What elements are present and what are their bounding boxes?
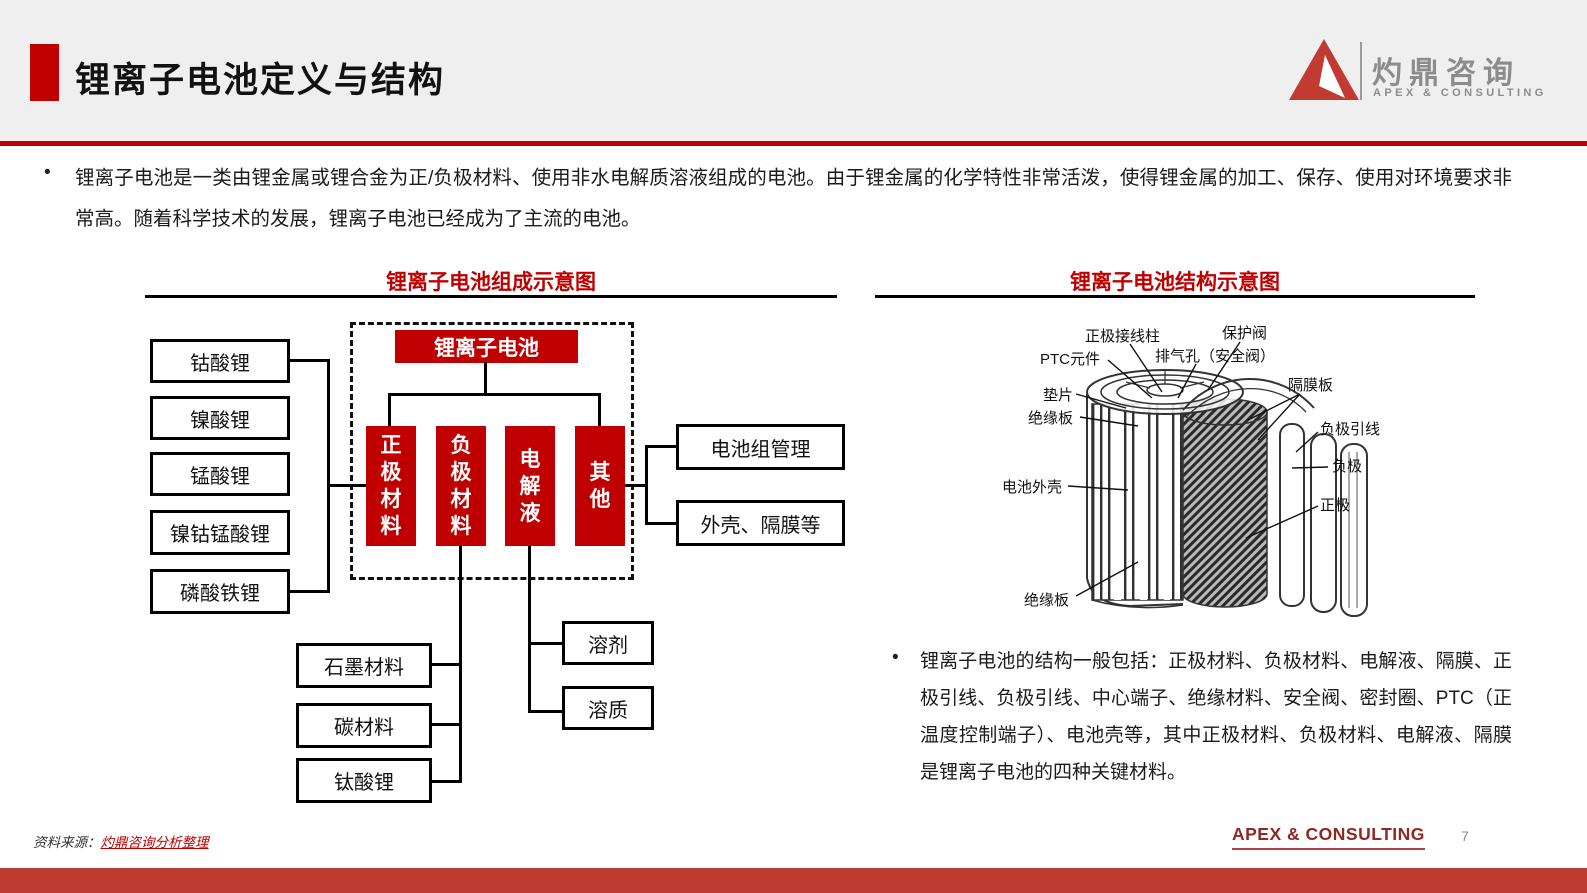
other-component-box: 电池组管理: [676, 424, 845, 470]
cathode-material-box: 镍钴锰酸锂: [150, 510, 290, 555]
connector: [645, 522, 676, 525]
cathode-material-box: 锰酸锂: [150, 452, 290, 496]
source-label: 资料来源：: [33, 835, 101, 850]
company-logo: [1284, 36, 1564, 106]
connector: [432, 780, 461, 783]
label-gasket: 垫片: [1043, 387, 1074, 404]
title-accent-block: [30, 44, 59, 101]
connector: [625, 484, 648, 487]
structure-diagram-title: 锂离子电池结构示意图: [1070, 271, 1280, 294]
connector: [528, 642, 564, 645]
label-ptc: PTC元件: [1040, 351, 1101, 368]
root-node: 锂离子电池: [395, 330, 578, 363]
connector: [327, 484, 366, 487]
intro-paragraph: 锂离子电池是一类由锂金属或锂合金为正/负极材料、使用非水电解质溶液组成的电池。由…: [75, 167, 1512, 230]
cathode-material-box: 钴酸锂: [150, 339, 290, 383]
pillar-electrolyte: 电解液: [505, 426, 555, 546]
composition-diagram-underline: [145, 295, 837, 298]
connector: [645, 445, 648, 525]
connector: [645, 445, 676, 448]
logo-subtext: APEX & CONSULTING: [1373, 87, 1547, 99]
electrolyte-component-box: 溶剂: [562, 621, 654, 665]
pillar-label: 正极材料: [380, 434, 402, 538]
connector: [290, 590, 330, 593]
structure-bullet-marker: •: [892, 647, 899, 668]
source-line: 资料来源：灼鼎咨询分析整理: [33, 831, 209, 851]
label-vent: 排气孔（安全阀）: [1155, 348, 1276, 365]
page-title: 锂离子电池定义与结构: [75, 61, 446, 100]
header-accent-line: [0, 141, 1587, 146]
label-battery-case: 电池外壳: [1002, 479, 1063, 496]
pillar-label: 其他: [589, 461, 611, 511]
bottom-accent-bar: [0, 868, 1587, 893]
connector: [388, 393, 391, 426]
intro-bullet-marker: •: [44, 162, 51, 183]
anode-material-box: 钛酸锂: [296, 758, 432, 803]
electrolyte-component-box: 溶质: [562, 686, 654, 730]
composition-dashed-boundary: [350, 322, 634, 580]
logo-text: 灼鼎咨询: [1372, 57, 1520, 90]
pillar-label: 电解液: [519, 447, 541, 525]
pillar-cathode-material: 正极材料: [366, 426, 416, 546]
connector: [528, 710, 564, 713]
connector: [528, 546, 531, 713]
source-link[interactable]: 灼鼎咨询分析整理: [100, 835, 209, 850]
label-positive-terminal: 正极接线柱: [1085, 328, 1161, 345]
connector: [484, 362, 487, 396]
pillar-other: 其他: [575, 426, 625, 546]
other-component-box: 外壳、隔膜等: [676, 500, 845, 546]
anode-material-box: 碳材料: [296, 703, 432, 748]
battery-cutaway-illustration: [1067, 341, 1368, 617]
anode-material-box: 石墨材料: [296, 643, 432, 688]
label-separator-plate: 隔膜板: [1288, 377, 1334, 394]
connector: [598, 393, 601, 426]
cathode-material-box: 镍酸锂: [150, 396, 290, 440]
structure-paragraph: 锂离子电池的结构一般包括：正极材料、负极材料、电解液、隔膜、正极引线、负极引线、…: [920, 651, 1512, 783]
structure-diagram-underline: [875, 295, 1475, 298]
connector: [290, 359, 330, 362]
cathode-material-box: 磷酸铁锂: [150, 569, 290, 614]
composition-diagram-title: 锂离子电池组成示意图: [386, 271, 596, 294]
label-anode: 负极: [1332, 458, 1363, 475]
connector: [388, 393, 601, 396]
label-insulation-top: 绝缘板: [1028, 410, 1074, 427]
logo-triangle-icon: [1289, 39, 1359, 100]
label-insulation-bottom: 绝缘板: [1024, 592, 1070, 609]
pillar-label: 负极材料: [450, 434, 472, 538]
connector: [432, 723, 461, 726]
page-number: 7: [1461, 828, 1469, 844]
connector: [327, 359, 330, 593]
label-protective-valve: 保护阀: [1222, 325, 1268, 342]
label-anode-lead: 负极引线: [1320, 421, 1381, 438]
pillar-anode-material: 负极材料: [436, 426, 486, 546]
logo-divider: [1360, 42, 1362, 100]
label-cathode: 正极: [1320, 497, 1351, 514]
connector: [432, 663, 461, 666]
brand-footer: APEX & CONSULTING: [1232, 824, 1425, 850]
